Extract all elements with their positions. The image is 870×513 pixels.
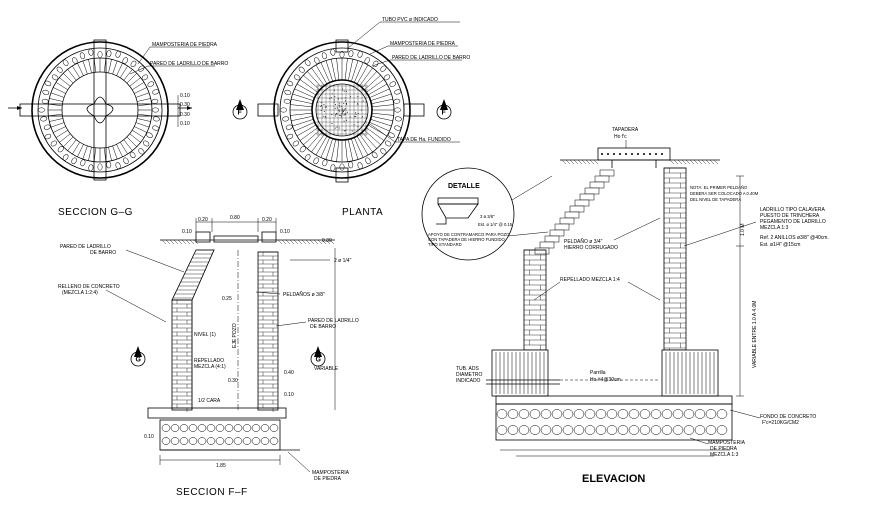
gg-label-mamposteria: MAMPOSTERIA DE PIEDRA: [152, 42, 218, 48]
ff-dim-tl: 0.10: [182, 229, 192, 235]
el-label-peldano2: HIERRO CORRUGADO: [564, 245, 618, 251]
planta-label-mamposteria: MAMPOSTERIA DE PIEDRA: [390, 41, 456, 47]
el-label-ref1: Ref. 2 ANILLOS ø3/8" @40cm.: [760, 235, 829, 241]
el-label-nota3: DEL NIVEL DE TAPADERA: [690, 197, 741, 202]
svg-text:G: G: [316, 357, 322, 364]
ff-dim-010: 0.10: [284, 392, 294, 398]
ff-label-nivel: NIVEL (1): [194, 332, 216, 338]
planta-label-tubo: TUBO PVC ø INDICADO: [382, 17, 438, 23]
ff-label-cara: 1/2 CARA: [198, 398, 221, 404]
ff-label-mezcla: MEZCLA (4:1): [194, 364, 226, 370]
planta-label-pared: PARED DE LADRILLO DE BARRO: [392, 55, 470, 61]
ff-title: SECCION F–F: [176, 487, 248, 498]
el-label-repellado: REPELLADO MEZCLA 1:4: [560, 277, 620, 283]
el-label-nota1: NOTA: EL PRIMER PELDAÑO: [690, 185, 748, 190]
ff-label-variable: VARIABLE: [314, 366, 339, 372]
ff-dim-tr2: 0.30: [322, 238, 332, 244]
gg-dim-2: 0.30: [180, 102, 190, 108]
svg-text:F: F: [442, 110, 447, 117]
ff-dim-left-b: 0.10: [144, 434, 154, 440]
ff-label-bar: 2 ø 1/4": [334, 258, 352, 264]
ff-label-pared-r2: DE BARRO: [310, 324, 336, 330]
gg-dim-1: 0.10: [180, 93, 190, 99]
ff-dim-top1: 0.20: [198, 217, 208, 223]
section-marker-g-left: G: [131, 346, 145, 366]
ff-label-eje: EJE POZO: [232, 323, 238, 348]
plan-seccion-gg: 0.10 0.30 0.30 0.10 MAMPOSTERIA DE PIEDR…: [8, 40, 228, 218]
gg-title: SECCION G–G: [58, 207, 133, 218]
ff-dim-base: 1.85: [216, 463, 226, 469]
el-label-parrilla2: Ho #4@30cm.: [590, 377, 622, 383]
ff-label-mamposteria2: DE PIEDRA: [314, 476, 342, 482]
planta-label-tapa: TAPA DE Ha. FUNDIDO: [397, 137, 451, 143]
section-ff: G G 0.20 0.80 0.20 0.10 0.10 0.30 0.25 0…: [58, 215, 359, 498]
gg-label-pared: PARED DE LADRILLO DE BARRO: [150, 61, 228, 67]
el-label-fondo2: F'c=210KG/CM2: [762, 420, 799, 426]
detalle-l1: 3 ø 3/8": [480, 214, 495, 219]
ff-dim-040: 0.40: [284, 370, 294, 376]
el-label-vert1: 1.0 M: [740, 223, 746, 236]
el-title: ELEVACION: [582, 473, 645, 485]
section-marker-f-right: F: [437, 99, 451, 119]
detalle: DETALLE 3 ø 3/8" Est. ø 1/4" @ 0.15 APOY…: [422, 168, 552, 260]
ff-dim-tr: 0.10: [280, 229, 290, 235]
el-label-tubo3: INDICADO: [456, 378, 481, 384]
ff-label-pared2: DE BARRO: [90, 250, 116, 256]
detalle-l2: Est. ø 1/4" @ 0.15: [478, 222, 513, 227]
svg-text:G: G: [136, 357, 142, 364]
el-label-vert2: VARIABLE ENTRE 1.0 A 4.0M: [752, 301, 758, 368]
el-label-nota2: DEBERA SER COLOCADO A 0.40M: [690, 191, 759, 196]
planta-title: PLANTA: [342, 207, 383, 218]
section-marker-f-left: F: [233, 99, 247, 119]
svg-text:F: F: [238, 110, 243, 117]
gg-dim-3: 0.30: [180, 112, 190, 118]
detalle-title: DETALLE: [448, 183, 480, 190]
ff-label-peldanos: PELDAÑOS ø 3/8": [283, 291, 325, 298]
ff-dim-top2: 0.80: [230, 215, 240, 221]
ff-label-relleno2: (MEZCLA 1:2:4): [62, 290, 98, 296]
plan-planta: F F TUBO PVC ø INDICADO MAMPOSTERIA DE P…: [233, 17, 470, 218]
elevacion: 1.0 M VARIABLE ENTRE 1.0 A 4.0M TAPADERA…: [456, 127, 829, 485]
el-label-ref2: Est. ø1/4" @15cm: [760, 242, 800, 248]
el-label-tapadera2: Ho f'c: [614, 134, 627, 140]
el-label-peldano: PELDAÑO ø 3/4": [564, 238, 603, 245]
el-label-ladrillo4: MEZCLA 1:3: [760, 225, 789, 231]
ff-dim-030: 0.30: [228, 378, 238, 384]
section-marker-g-right: G: [311, 346, 325, 366]
el-label-parrilla: Parrilla: [590, 370, 606, 376]
ff-dim-025: 0.25: [222, 296, 232, 302]
ff-dim-top3: 0.20: [262, 217, 272, 223]
el-label-tapadera: TAPADERA: [612, 127, 639, 133]
el-label-mamp3: MEZCLA 1:3: [710, 452, 739, 458]
gg-dim-4: 0.10: [180, 121, 190, 127]
detalle-l5: TIPO STANDARD: [428, 242, 462, 247]
